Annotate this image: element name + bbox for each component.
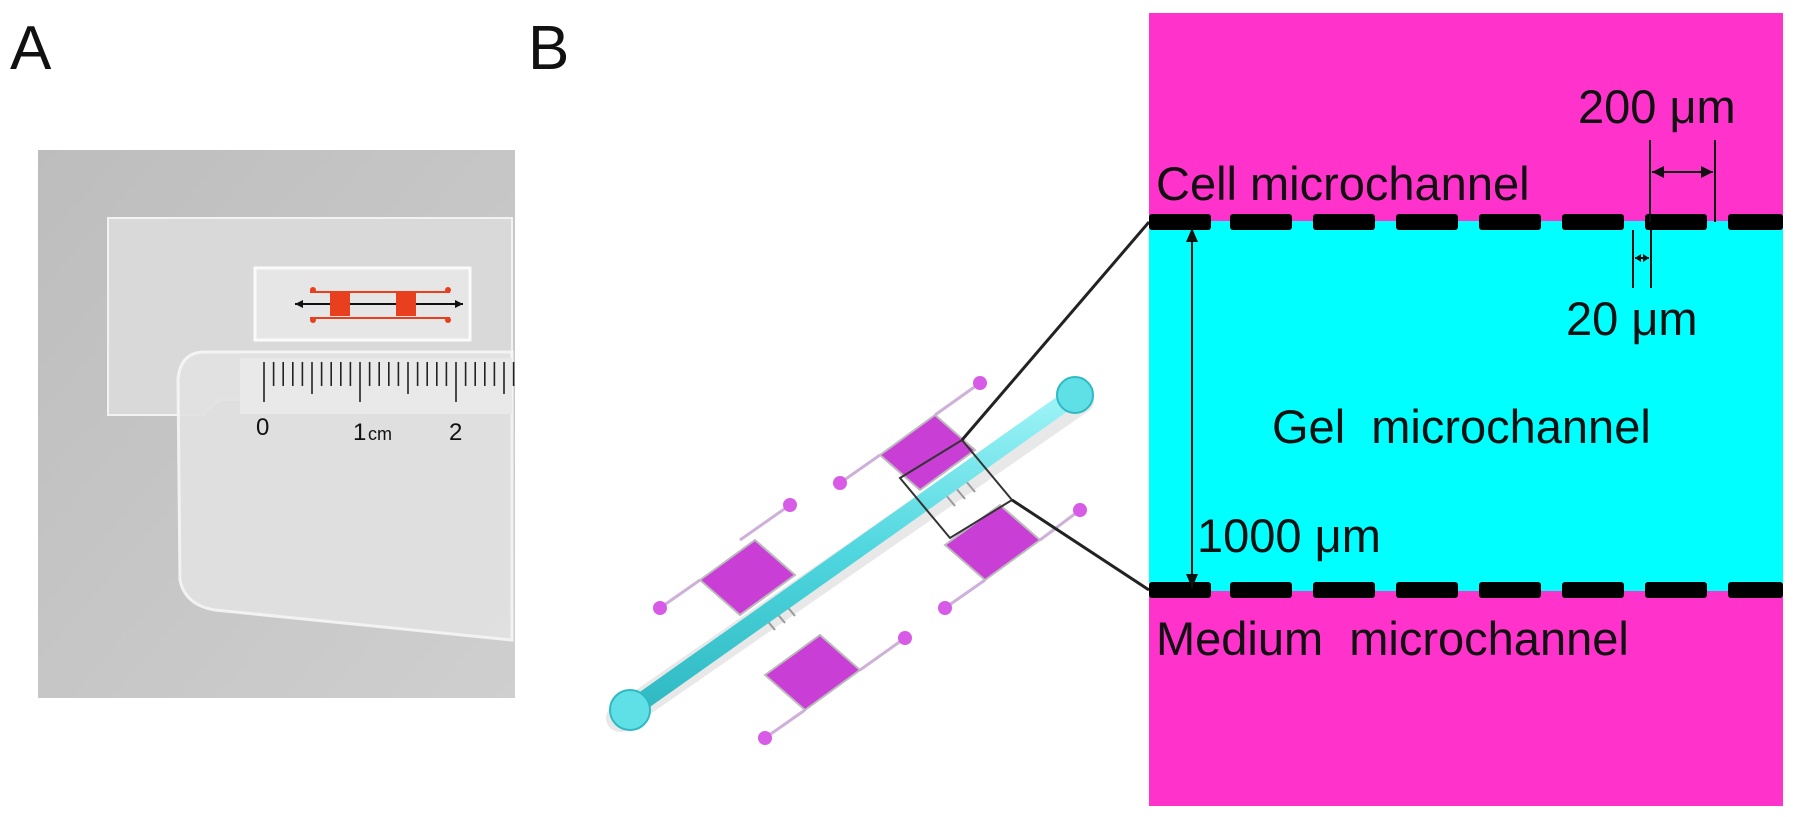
channel-schematic: Cell microchannel 200 μm 20 μm Gel micro…	[1149, 13, 1783, 806]
pillar	[1396, 582, 1458, 598]
gel-channel-tube	[621, 386, 1084, 719]
pillar	[1562, 214, 1624, 230]
pillar	[1149, 582, 1211, 598]
device-3d-rendering	[606, 376, 1094, 745]
pillar	[1479, 582, 1541, 598]
pillar	[1728, 214, 1783, 230]
pillar	[1645, 582, 1707, 598]
pillar	[1230, 582, 1292, 598]
medium-microchannel-region	[1149, 591, 1783, 806]
panel-b-label: B	[528, 14, 570, 83]
device-photo: 0 1 cm 2	[38, 150, 515, 698]
pillar-row-bottom	[1149, 582, 1783, 598]
gel-inlet-port	[609, 689, 651, 731]
ruler-body	[176, 350, 514, 642]
pillar	[1479, 214, 1541, 230]
pillar-row-top	[1149, 214, 1783, 230]
ruler-scale-area	[240, 358, 512, 414]
ruler-unit-label: cm	[368, 424, 392, 444]
pillar	[1728, 582, 1783, 598]
gel-microchannel-label: Gel microchannel	[1272, 400, 1651, 453]
zoom-connector-bottom	[1011, 498, 1150, 592]
pillar-gap-label: 20 μm	[1566, 292, 1698, 345]
pillar	[1149, 214, 1211, 230]
pillar	[1313, 214, 1375, 230]
cell-microchannel-region	[1149, 13, 1783, 221]
medium-microchannel-label: Medium microchannel	[1156, 612, 1629, 665]
pillar	[1396, 214, 1458, 230]
ruler-ticks	[263, 362, 515, 402]
panel-a-label: A	[10, 14, 52, 83]
ruler-tick-1-label: 1	[353, 419, 366, 446]
device-chambers	[653, 376, 1087, 745]
ruler-tick-0-label: 0	[256, 414, 269, 441]
chip-microchannels	[295, 287, 463, 323]
cell-microchannel-label: Cell microchannel	[1156, 157, 1530, 210]
pillar	[1313, 582, 1375, 598]
pillar-spacing-label: 200 μm	[1578, 80, 1736, 133]
ruler-tick-2-label: 2	[449, 419, 462, 446]
pillar	[1645, 214, 1707, 230]
gel-microchannel-region	[1149, 221, 1783, 591]
pillar	[1562, 582, 1624, 598]
gel-outlet-port	[1056, 376, 1094, 414]
channel-width-label: 1000 μm	[1197, 509, 1381, 562]
pillar	[1230, 214, 1292, 230]
zoom-connector-top	[960, 221, 1151, 441]
